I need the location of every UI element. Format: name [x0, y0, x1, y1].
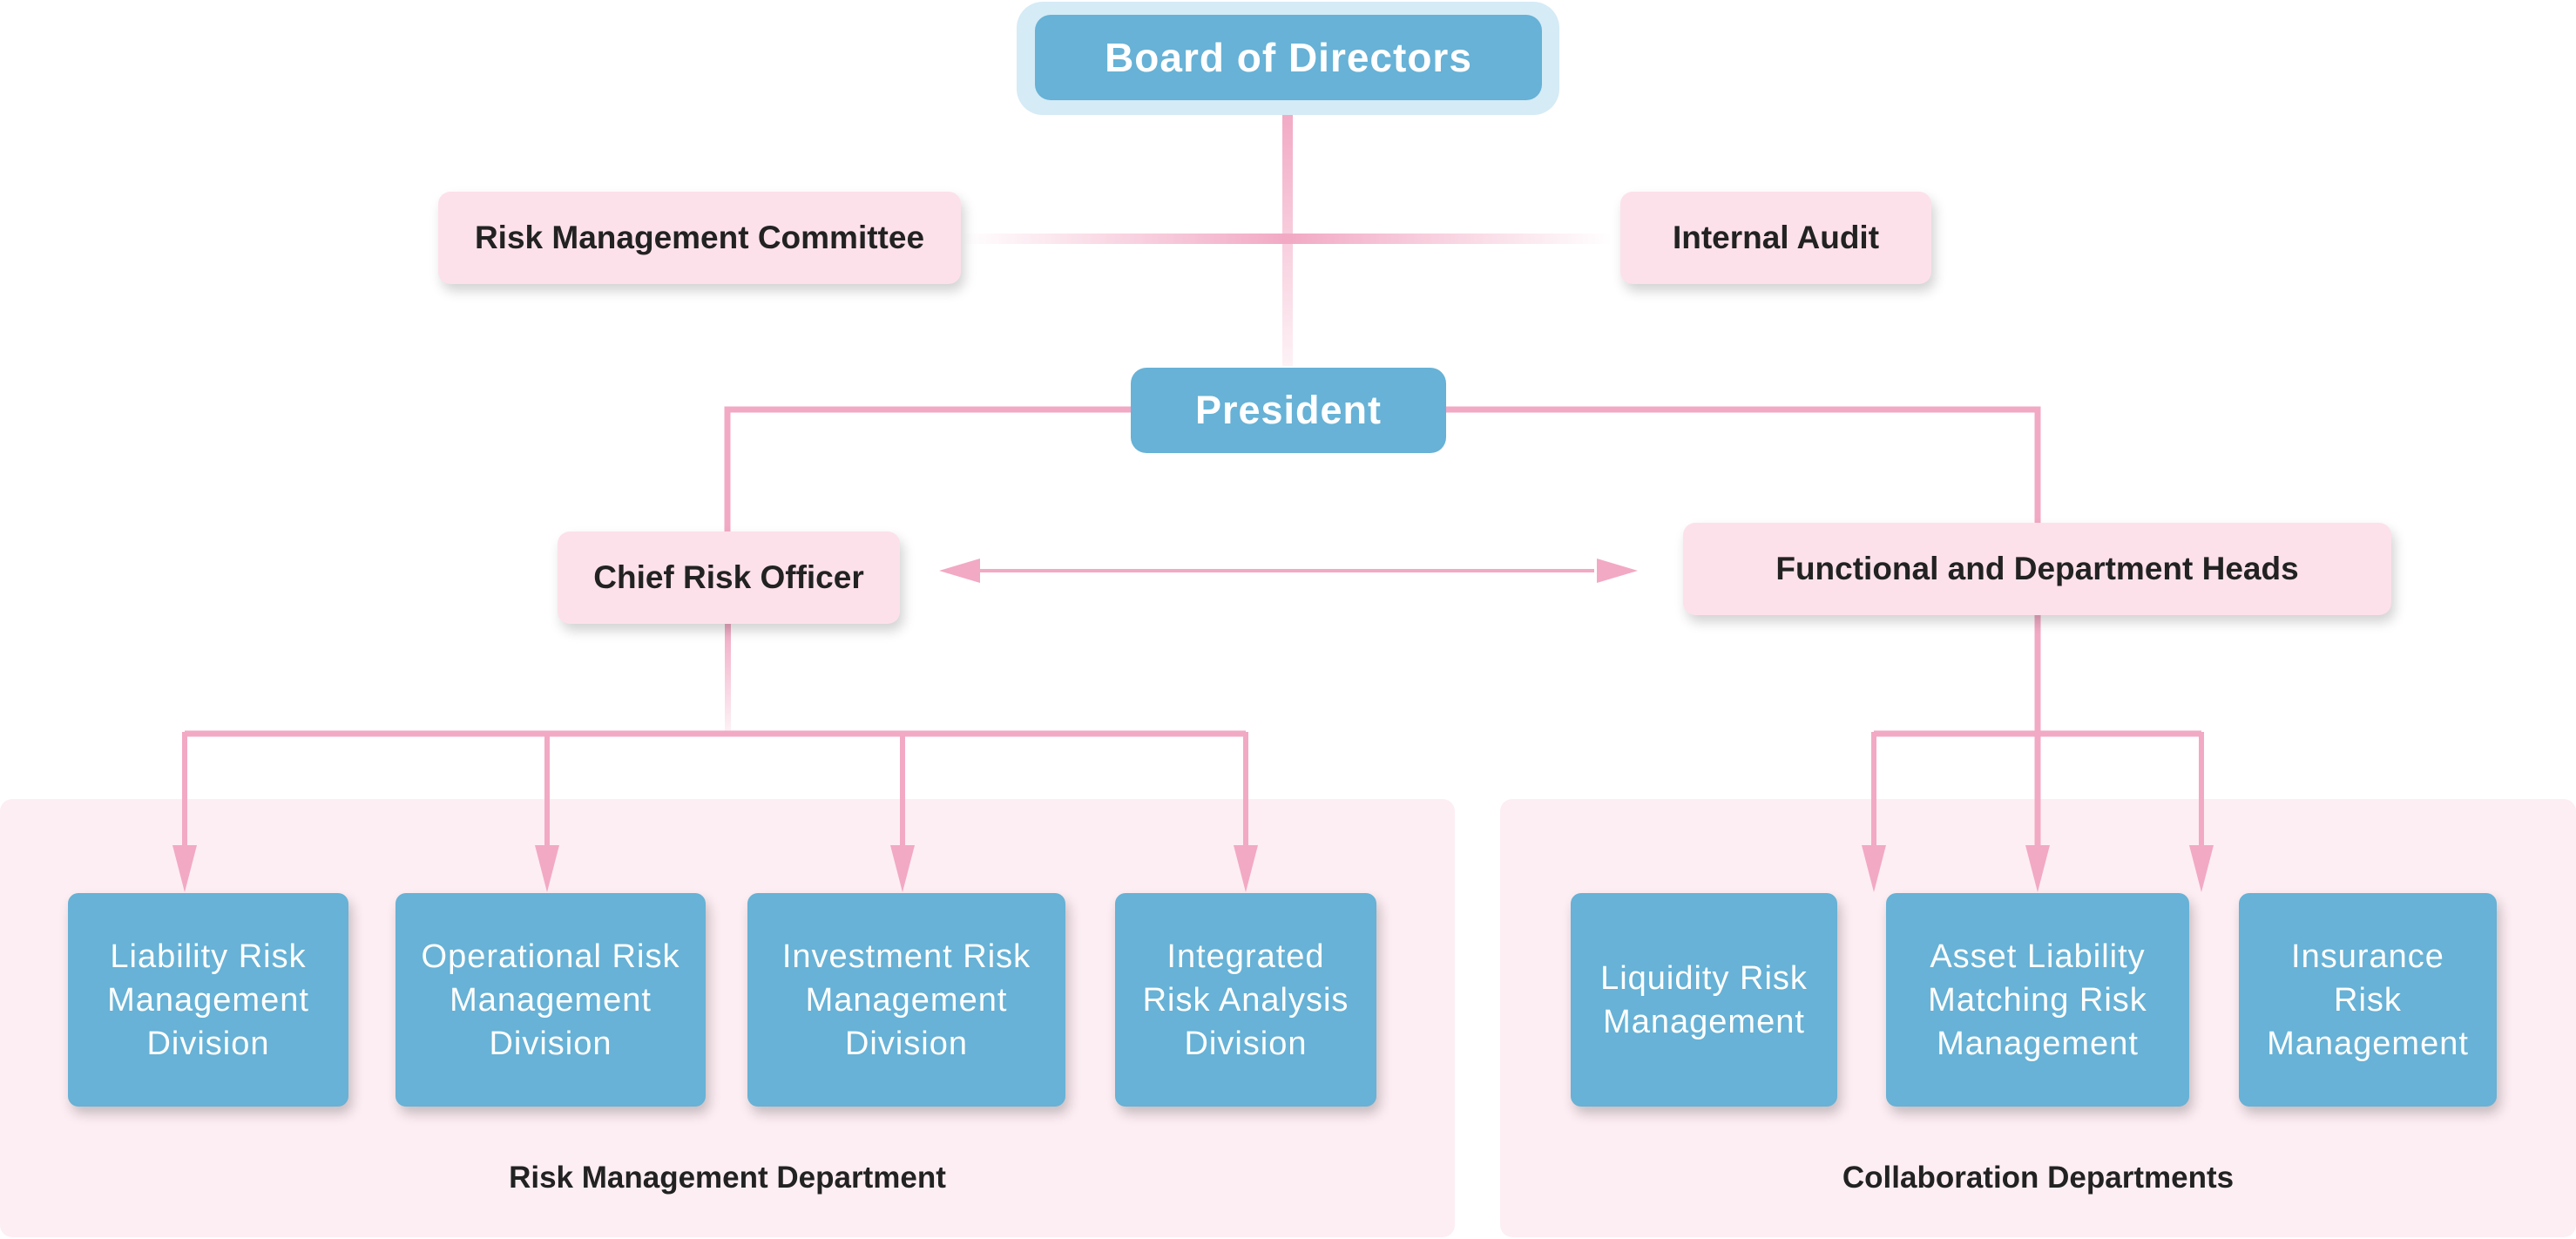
president-box: President: [1131, 368, 1446, 453]
committee-audit-connector: [963, 234, 1612, 244]
unit-line: Division: [146, 1025, 270, 1062]
unit-line: Management: [2267, 1025, 2469, 1062]
chief-risk-officer-box: Chief Risk Officer: [558, 531, 900, 624]
risk-management-committee-box: Risk Management Committee: [438, 192, 961, 284]
unit-line: Integrated: [1166, 938, 1325, 975]
president-heads-connector: [1446, 406, 2041, 523]
liquidity-risk-management: Liquidity Risk Management: [1571, 893, 1837, 1107]
unit-line: Liability Risk: [110, 938, 307, 975]
unit-line: Management: [450, 981, 652, 1019]
cd-arrow-1: [1862, 845, 1886, 892]
unit-line: Management: [1603, 1003, 1805, 1040]
unit-line: Management: [107, 981, 309, 1019]
collaboration-departments-label: Collaboration Departments: [1842, 1161, 2235, 1195]
unit-line: Division: [844, 1025, 969, 1062]
unit-line: Division: [1184, 1025, 1308, 1062]
rmd-arrow-2: [535, 845, 559, 892]
insurance-risk-management: Insurance Risk Management: [2239, 893, 2497, 1107]
rmd-arrow-1: [172, 845, 197, 892]
board-of-directors-box: Board of Directors: [1035, 15, 1542, 100]
rmd-arrow-4: [1234, 845, 1258, 892]
internal-audit-label: Internal Audit: [1672, 220, 1880, 255]
unit-line: Matching Risk: [1928, 981, 2147, 1019]
unit-line: Liquidity Risk: [1600, 959, 1808, 997]
unit-line: Operational Risk: [421, 938, 680, 975]
asset-liability-matching-risk-management: Asset Liability Matching Risk Management: [1886, 893, 2189, 1107]
unit-line: Insurance: [2291, 938, 2444, 975]
cd-arrow-3: [2189, 845, 2214, 892]
unit-line: Investment Risk: [781, 938, 1031, 975]
cro-heads-arrow-right: [1597, 559, 1638, 583]
unit-line: Risk Analysis: [1142, 981, 1349, 1019]
unit-line: Risk: [2334, 981, 2402, 1019]
functional-department-heads-label: Functional and Department Heads: [1775, 551, 2299, 586]
functional-department-heads-box: Functional and Department Heads: [1683, 523, 2391, 615]
board-of-directors-label: Board of Directors: [1105, 35, 1472, 80]
integrated-risk-analysis-division: Integrated Risk Analysis Division: [1115, 893, 1376, 1107]
unit-line: Management: [1937, 1025, 2139, 1062]
operational-risk-management-division: Operational Risk Management Division: [396, 893, 706, 1107]
unit-line: Division: [489, 1025, 612, 1062]
unit-line: Asset Liability: [1930, 938, 2146, 975]
president-cro-connector: [724, 406, 1131, 533]
liability-risk-management-division: Liability Risk Management Division: [68, 893, 348, 1107]
risk-management-department-label: Risk Management Department: [509, 1161, 946, 1195]
internal-audit-box: Internal Audit: [1620, 192, 1931, 284]
cro-down-connector: [725, 624, 731, 732]
cd-arrow-2: [2025, 845, 2050, 892]
chief-risk-officer-label: Chief Risk Officer: [593, 559, 864, 595]
president-label: President: [1194, 388, 1383, 432]
investment-risk-management-division: Investment Risk Management Division: [747, 893, 1065, 1107]
risk-management-committee-label: Risk Management Committee: [474, 220, 925, 255]
rmd-arrow-3: [890, 845, 915, 892]
unit-line: Management: [805, 981, 1008, 1019]
cro-heads-arrow-left: [939, 559, 980, 583]
